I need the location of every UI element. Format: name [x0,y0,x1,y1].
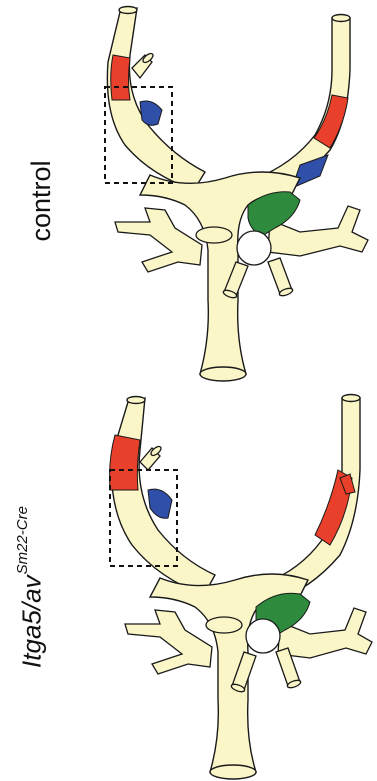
mutant-label-main: Itga5/av [17,575,47,668]
control-left-blue-segment [140,101,162,125]
control-left-red-segment [111,55,130,100]
mutant-left-blue-segment [148,489,172,518]
control-left-branches [115,208,202,272]
mutant-genotype-label: Itga5/avSm22-Cre [10,502,44,672]
control-panel [105,7,368,382]
mutant-left-branches [125,610,212,674]
mutant-left-red-segment [110,435,140,490]
mutant-circle-opening [246,619,280,653]
control-circle-opening [237,231,271,265]
control-label-text: control [26,160,56,241]
control-label: control [26,156,56,246]
mutant-panel [110,395,372,780]
mutant-label-superscript: Sm22-Cre [14,506,31,574]
